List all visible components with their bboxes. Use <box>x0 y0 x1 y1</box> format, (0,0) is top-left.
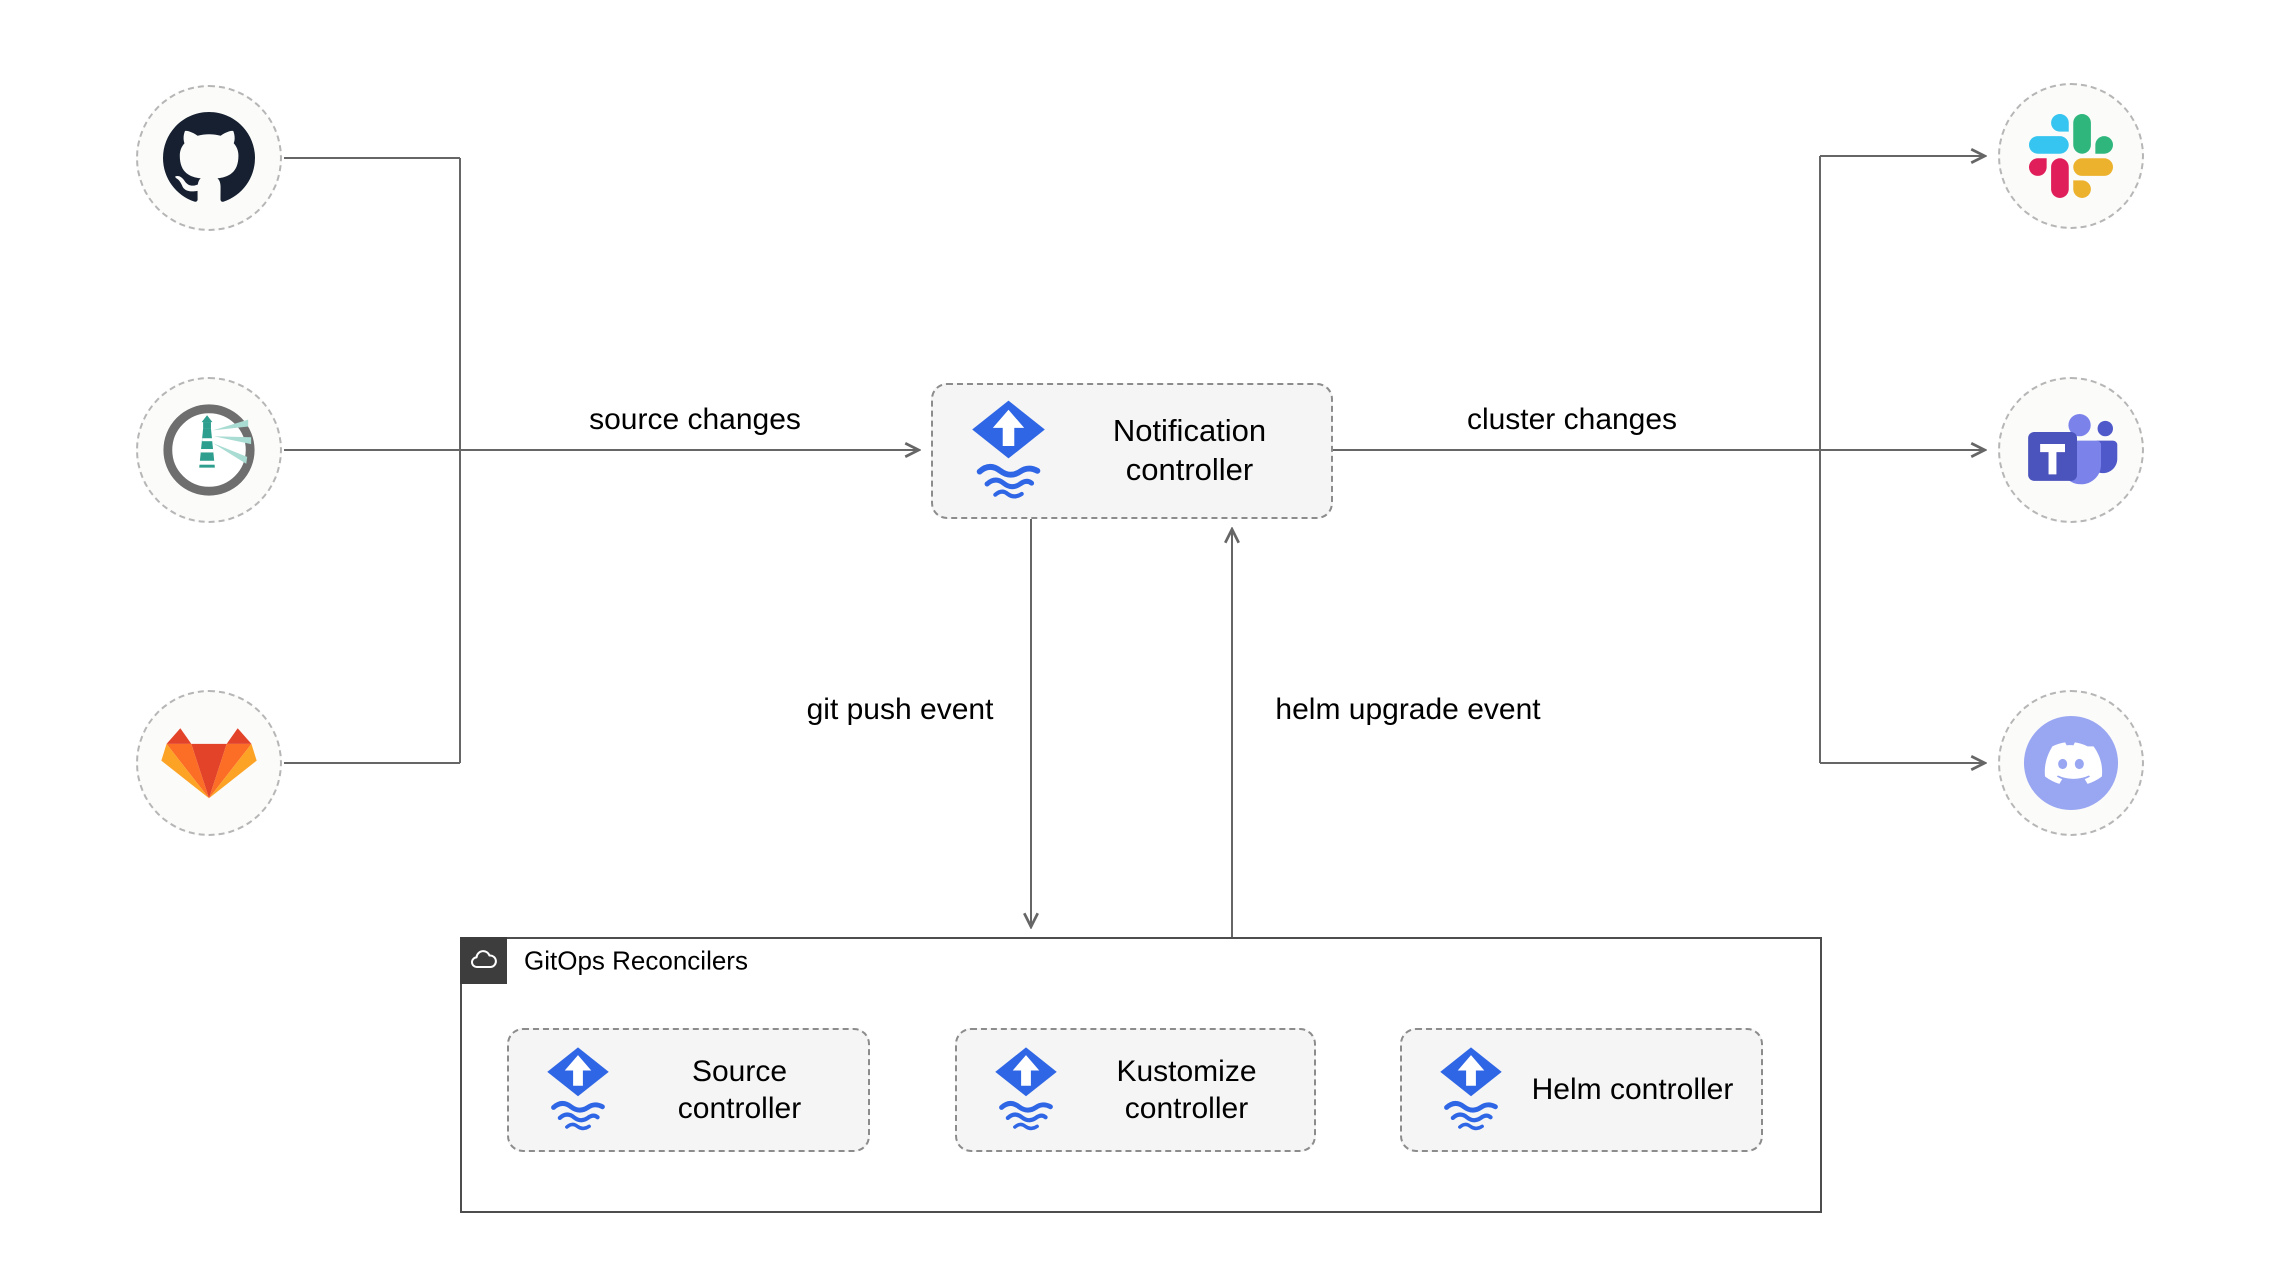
node-harbor <box>136 377 282 523</box>
gitlab-icon <box>161 727 257 798</box>
discord-icon <box>2023 715 2119 811</box>
connector-sources-bus <box>284 157 461 764</box>
group-title: GitOps Reconcilers <box>524 945 748 976</box>
node-source-controller: Source controller <box>507 1028 870 1152</box>
edge-label-cluster-changes: cluster changes <box>1460 403 1684 437</box>
kustomize-controller-label: Kustomize controller <box>1116 1054 1257 1126</box>
edge-label-helm-upgrade-event: helm upgrade event <box>1269 693 1547 727</box>
node-github <box>136 85 282 231</box>
flux-icon <box>991 1046 1061 1134</box>
teams-icon <box>2028 414 2118 485</box>
node-teams <box>1998 377 2144 523</box>
node-kustomize-controller: Kustomize controller <box>955 1028 1316 1152</box>
node-slack <box>1998 83 2144 229</box>
node-discord <box>1998 690 2144 836</box>
node-notification-controller: Notification controller <box>931 383 1333 519</box>
cloud-icon <box>470 949 497 968</box>
flux-icon <box>967 399 1050 503</box>
notification-controller-label: Notification controller <box>1112 413 1267 487</box>
group-badge <box>460 937 507 984</box>
connector-targets-bus <box>1333 156 1821 763</box>
helm-controller-label: Helm controller <box>1531 1073 1734 1107</box>
node-gitlab <box>136 690 282 836</box>
flux-icon <box>543 1046 613 1134</box>
slack-icon <box>2029 114 2113 198</box>
edge-label-source-changes: source changes <box>583 403 807 437</box>
source-controller-label: Source controller <box>677 1054 802 1126</box>
edge-label-git-push-event: git push event <box>800 693 1000 727</box>
github-icon <box>163 112 255 202</box>
flux-icon <box>1436 1046 1506 1134</box>
harbor-icon <box>163 404 255 496</box>
node-helm-controller: Helm controller <box>1400 1028 1763 1152</box>
